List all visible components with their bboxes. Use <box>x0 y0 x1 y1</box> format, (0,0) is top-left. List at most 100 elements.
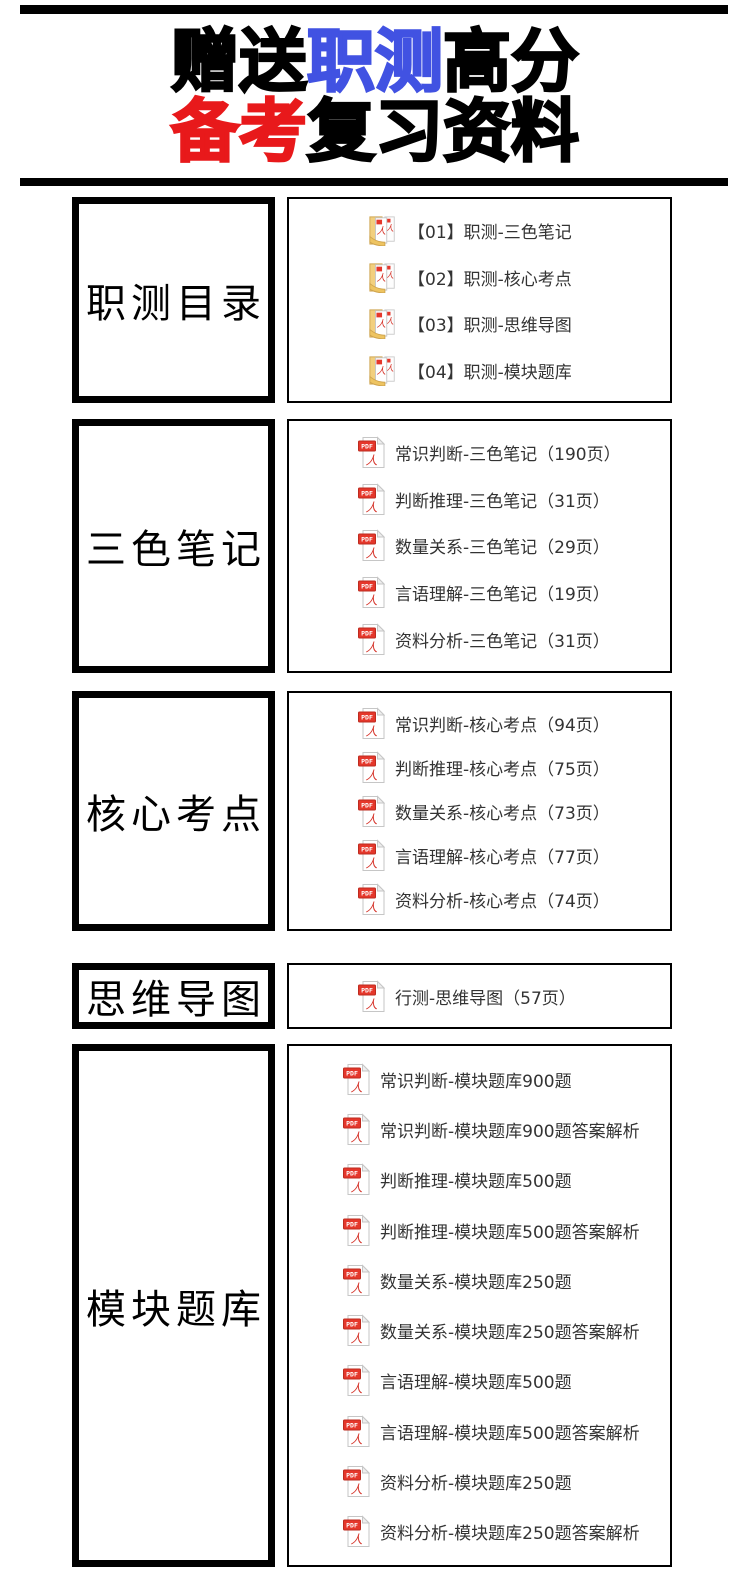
file-list-item[interactable]: 人 人 【03】职测-思维导图 <box>289 307 670 340</box>
pdf-badge-label: PDF <box>346 1119 358 1127</box>
file-list-item[interactable]: PDF 人 常识判断-核心考点（94页） <box>289 706 670 740</box>
file-list-item[interactable]: PDF 人 常识判断-三色笔记（190页） <box>289 436 670 469</box>
pdf-file-icon: PDF 人 <box>343 1465 370 1498</box>
pdf-badge-label: PDF <box>346 1170 358 1178</box>
acrobat-glyph: 人 <box>350 1332 362 1346</box>
file-list-item[interactable]: PDF 人 数量关系-核心考点（73页） <box>289 794 670 828</box>
title-segment: 职测 <box>306 23 445 102</box>
pdf-badge-label: PDF <box>346 1522 358 1530</box>
file-list-panel: PDF 人 行测-思维导图（57页） <box>287 963 672 1029</box>
file-list-item[interactable]: PDF 人 资料分析-核心考点（74页） <box>289 882 670 916</box>
pdf-file-icon: PDF 人 <box>358 794 385 827</box>
file-list-item[interactable]: PDF 人 判断推理-模块题库500题 <box>289 1163 670 1196</box>
svg-text:人: 人 <box>385 270 394 280</box>
file-list-item[interactable]: 人 人 【04】职测-模块题库 <box>289 354 670 386</box>
file-list-item[interactable]: PDF 人 行测-思维导图（57页） <box>289 979 670 1013</box>
pdf-badge-label: PDF <box>361 757 373 765</box>
file-name: 常识判断-三色笔记（190页） <box>395 444 621 465</box>
file-list-item[interactable]: PDF 人 常识判断-模块题库900题答案解析 <box>289 1113 670 1146</box>
pdf-badge-label: PDF <box>346 1220 358 1228</box>
acrobat-glyph: 人 <box>350 1281 362 1295</box>
acrobat-glyph: 人 <box>365 997 377 1011</box>
pdf-badge-label: PDF <box>361 845 373 853</box>
file-list-item[interactable]: PDF 人 判断推理-模块题库500题答案解析 <box>289 1213 670 1247</box>
file-name: 资料分析-三色笔记（31页） <box>395 632 610 653</box>
file-list-item[interactable]: PDF 人 言语理解-三色笔记（19页） <box>289 576 670 609</box>
section: 模块题库 PDF 人 常识判断-模块题库900题 PDF 人 常识判断-模块题库… <box>72 1044 672 1567</box>
title-segment: 赠送 <box>170 23 309 102</box>
file-list-item[interactable]: PDF 人 判断推理-三色笔记（31页） <box>289 482 670 516</box>
pdf-file-icon: PDF 人 <box>358 750 385 783</box>
title-segment: 备考 <box>170 93 309 172</box>
pdf-file-icon: PDF 人 <box>358 482 385 515</box>
pdf-file-icon: PDF 人 <box>358 623 385 656</box>
file-name: 判断推理-模块题库500题 <box>380 1172 572 1193</box>
pdf-badge-label: PDF <box>346 1270 358 1278</box>
acrobat-glyph: 人 <box>365 856 377 870</box>
file-name: 【04】职测-模块题库 <box>408 362 572 383</box>
file-name: 数量关系-模块题库250题答案解析 <box>380 1323 640 1344</box>
acrobat-glyph: 人 <box>365 547 377 561</box>
file-name: 数量关系-三色笔记（29页） <box>395 538 610 559</box>
file-list-item[interactable]: PDF 人 资料分析-三色笔记（31页） <box>289 623 670 656</box>
file-list-item[interactable]: PDF 人 资料分析-模块题库250题答案解析 <box>289 1515 670 1548</box>
file-list-panel: 人 人 【01】职测-三色笔记 人 人 【02】职测 <box>287 197 672 403</box>
file-name: 资料分析-核心考点（74页） <box>395 891 610 912</box>
acrobat-glyph: 人 <box>365 594 377 608</box>
file-list-panel: PDF 人 常识判断-模块题库900题 PDF 人 常识判断-模块题库900题答… <box>287 1044 672 1567</box>
pdf-file-icon: PDF 人 <box>343 1264 370 1296</box>
pdf-file-icon: PDF 人 <box>343 1515 370 1548</box>
pdf-badge-label: PDF <box>346 1069 358 1077</box>
pdf-badge-label: PDF <box>346 1371 358 1379</box>
file-name: 言语理解-核心考点（77页） <box>395 847 610 868</box>
pdf-badge-label: PDF <box>361 713 373 721</box>
file-name: 资料分析-模块题库250题 <box>380 1474 572 1495</box>
file-list-item[interactable]: PDF 人 资料分析-模块题库250题 <box>289 1465 670 1498</box>
title-divider <box>20 178 728 186</box>
acrobat-glyph: 人 <box>365 641 377 655</box>
pdf-file-icon: PDF 人 <box>358 979 385 1012</box>
acrobat-glyph: 人 <box>350 1130 362 1144</box>
section-label: 职测目录 <box>86 281 266 327</box>
pdf-file-icon: PDF 人 <box>343 1062 370 1095</box>
file-list-item[interactable]: PDF 人 判断推理-核心考点（75页） <box>289 750 670 784</box>
title-segment: 高分 <box>442 23 581 102</box>
file-list-item[interactable]: PDF 人 数量关系-模块题库250题 <box>289 1264 670 1297</box>
folder-pdf-icon: 人 人 <box>369 263 395 293</box>
file-name: 【03】职测-思维导图 <box>408 316 572 337</box>
svg-text:人: 人 <box>385 223 394 233</box>
section-label-box: 职测目录 <box>72 197 275 403</box>
svg-text:人: 人 <box>376 319 386 330</box>
file-list-item[interactable]: PDF 人 言语理解-模块题库500题 <box>289 1364 670 1397</box>
file-name: 数量关系-模块题库250题 <box>380 1272 572 1293</box>
file-list-item[interactable]: PDF 人 数量关系-模块题库250题答案解析 <box>289 1314 670 1347</box>
file-list-item[interactable]: 人 人 【01】职测-三色笔记 <box>289 214 670 247</box>
file-name: 言语理解-模块题库500题 <box>380 1373 572 1394</box>
pdf-badge-label: PDF <box>361 489 373 497</box>
acrobat-glyph: 人 <box>365 724 377 738</box>
file-list-item[interactable]: 人 人 【02】职测-核心考点 <box>289 261 670 293</box>
pdf-file-icon: PDF 人 <box>358 529 385 562</box>
acrobat-glyph: 人 <box>350 1080 362 1094</box>
file-list-item[interactable]: PDF 人 言语理解-核心考点（77页） <box>289 838 670 872</box>
section-label: 思维导图 <box>86 977 266 1023</box>
top-accent-bar <box>20 5 728 14</box>
file-name: 资料分析-模块题库250题答案解析 <box>380 1524 640 1545</box>
section-label-box: 核心考点 <box>72 691 275 931</box>
acrobat-glyph: 人 <box>350 1382 362 1396</box>
pdf-file-icon: PDF 人 <box>358 576 385 609</box>
folder-pdf-icon: 人 人 <box>369 309 395 340</box>
pdf-badge-label: PDF <box>346 1321 358 1329</box>
file-name: 行测-思维导图（57页） <box>395 988 576 1009</box>
section: 思维导图 PDF 人 行测-思维导图（57页） <box>72 963 672 1029</box>
acrobat-glyph: 人 <box>350 1181 362 1195</box>
file-list-item[interactable]: PDF 人 言语理解-模块题库500题答案解析 <box>289 1415 670 1448</box>
svg-text:人: 人 <box>376 226 386 237</box>
file-list-item[interactable]: PDF 人 数量关系-三色笔记（29页） <box>289 529 670 562</box>
file-list-item[interactable]: PDF 人 常识判断-模块题库900题 <box>289 1062 670 1096</box>
folder-pdf-icon: 人 人 <box>369 216 395 247</box>
acrobat-glyph: 人 <box>350 1533 362 1547</box>
acrobat-glyph: 人 <box>365 812 377 826</box>
pdf-file-icon: PDF 人 <box>358 838 385 871</box>
svg-text:人: 人 <box>385 316 394 326</box>
